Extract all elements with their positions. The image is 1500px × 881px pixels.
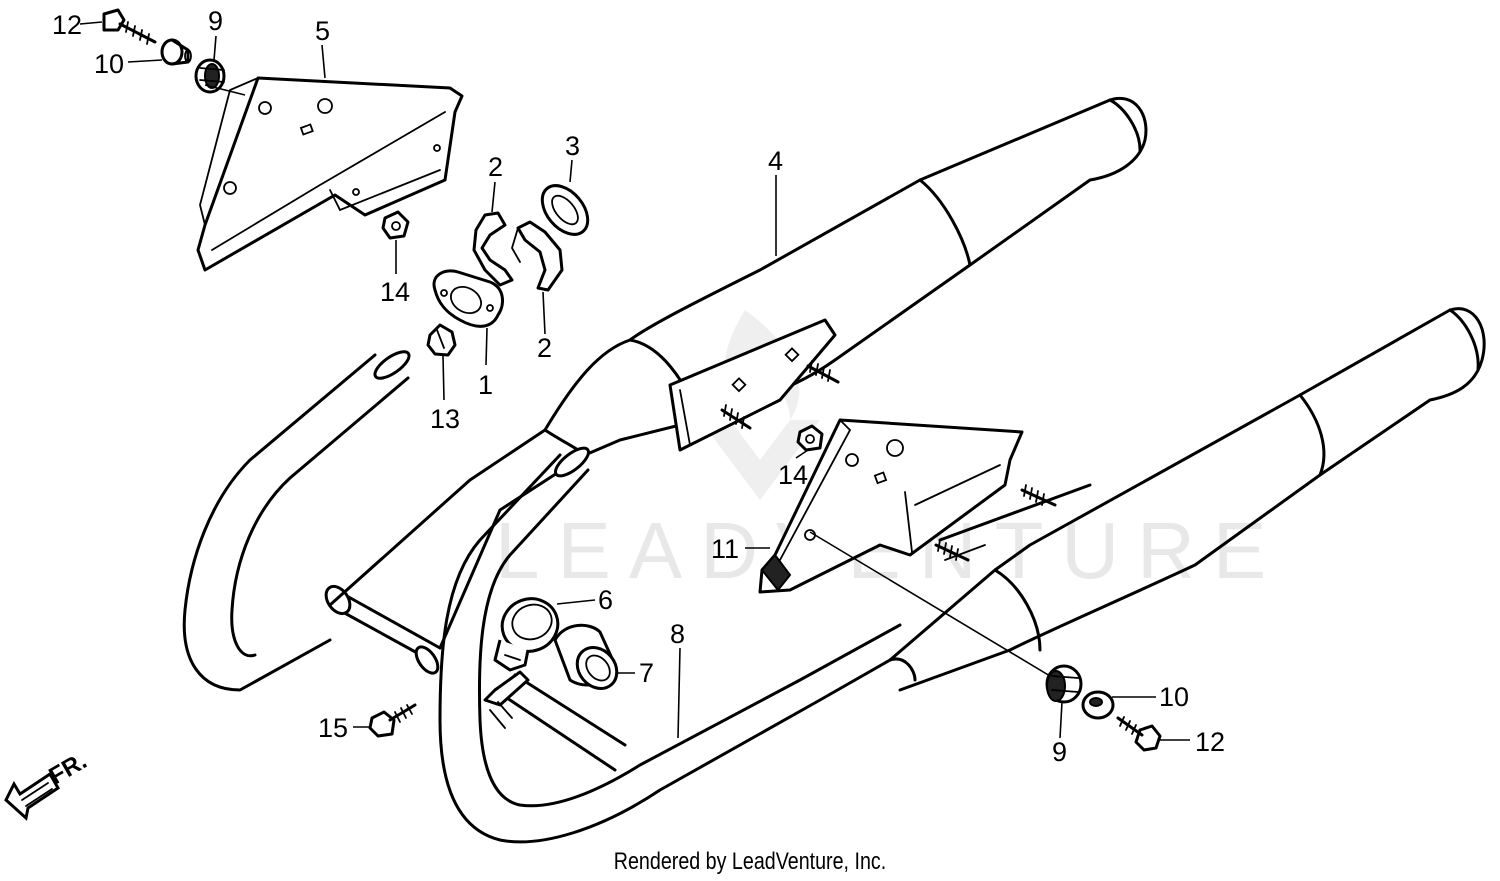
sleeve-7 [553, 623, 619, 690]
callout-14: 14 [380, 277, 410, 307]
bolt-12-bottom [1116, 716, 1162, 752]
bolt-12-top [102, 8, 157, 45]
collar-10-top [160, 38, 192, 66]
callout-2: 2 [488, 152, 503, 182]
muffler-upper [543, 96, 1148, 457]
heat-shield-left [196, 76, 464, 272]
callout-4: 4 [768, 146, 783, 176]
callout-12: 12 [52, 10, 82, 40]
nut-14-upper [381, 210, 410, 240]
callout-11: 11 [711, 534, 739, 564]
callout-14: 14 [778, 460, 808, 490]
muffler-bracket-upper [668, 318, 840, 452]
collar-10-bottom [1081, 690, 1115, 720]
collet-2-lower [511, 220, 564, 292]
callout-7: 7 [639, 658, 654, 688]
joint-flange-1 [432, 269, 504, 328]
callout-2: 2 [537, 333, 552, 363]
callout-3: 3 [565, 131, 580, 161]
callout-5: 5 [315, 16, 330, 46]
front-direction-arrow: FR. [4, 747, 91, 821]
rendered-by-credit: Rendered by LeadVenture, Inc. [613, 848, 887, 875]
gasket-3 [540, 184, 590, 236]
leader-lines [79, 21, 1190, 741]
nut-13 [426, 323, 457, 357]
callout-9: 9 [1052, 737, 1067, 767]
callout-13: 13 [430, 404, 460, 434]
band-clamp-6 [493, 597, 560, 672]
callout-15: 15 [318, 713, 348, 743]
nut-14-lower [796, 424, 824, 452]
callout-12: 12 [1195, 727, 1225, 757]
callout-1: 1 [478, 370, 493, 400]
heat-shield-right [758, 418, 1024, 594]
callout-10: 10 [94, 49, 124, 79]
grommet-9-bottom [1045, 664, 1083, 704]
callout-6: 6 [598, 585, 613, 615]
callout-9: 9 [208, 6, 223, 36]
muffler-lower [888, 307, 1486, 692]
callout-10: 10 [1159, 682, 1189, 712]
bolt-15 [368, 703, 417, 738]
collet-2-upper [472, 211, 514, 287]
watermark-logo [700, 310, 820, 500]
exhaust-pipe-assembly [182, 350, 902, 844]
callout-8: 8 [670, 619, 685, 649]
grommet-9-top [194, 58, 226, 94]
